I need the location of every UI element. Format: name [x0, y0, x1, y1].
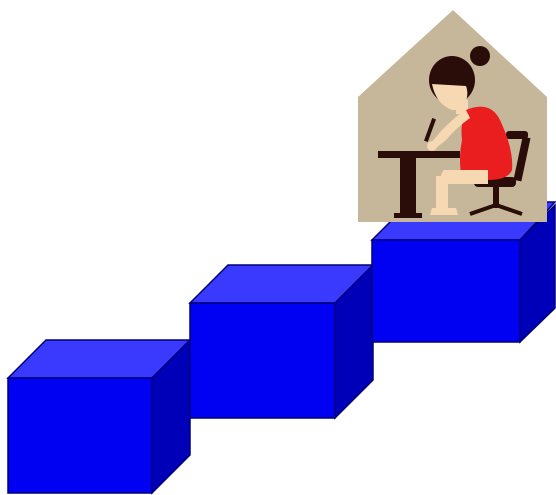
- step-1-front-face: [8, 378, 152, 493]
- step-1-cube: [8, 340, 190, 493]
- step-3-front-face: [372, 240, 520, 342]
- house-with-girl-studying-icon: [358, 10, 547, 222]
- step-3-cube: [372, 202, 555, 342]
- step-2-cube: [190, 265, 373, 418]
- house-shape: [358, 10, 547, 222]
- step-2-front-face: [190, 303, 335, 418]
